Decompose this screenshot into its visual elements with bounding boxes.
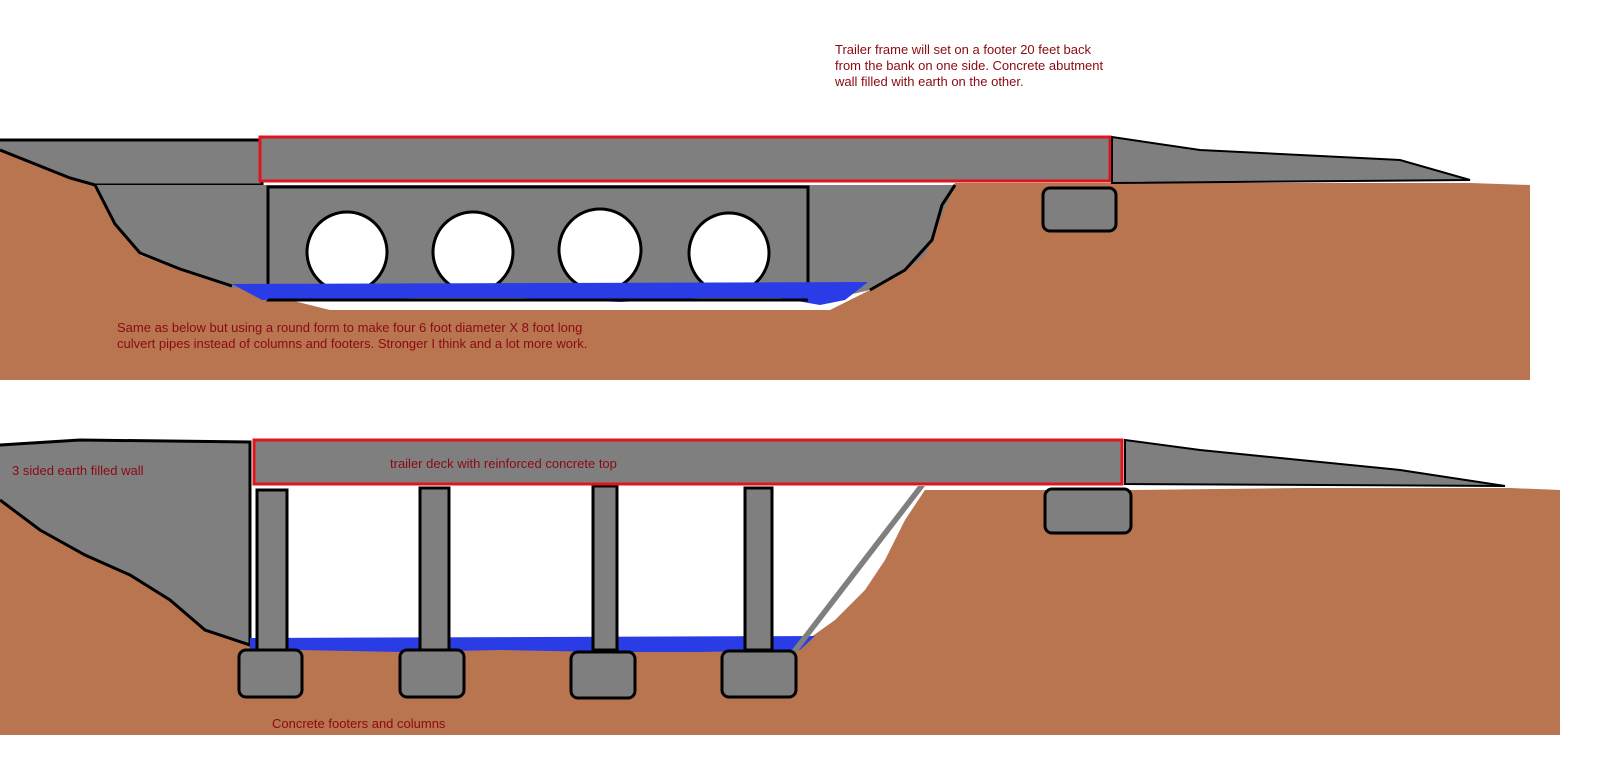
earth-filled-wall bbox=[0, 438, 252, 648]
culvert-note-line: Same as below but using a round form to … bbox=[117, 320, 583, 335]
wall-label: 3 sided earth filled wall bbox=[12, 463, 144, 478]
footers-label: Concrete footers and columns bbox=[272, 716, 446, 731]
concrete-column bbox=[418, 486, 451, 652]
concrete-footer bbox=[237, 648, 304, 699]
water-bottom bbox=[250, 636, 815, 652]
bank-outline-left bbox=[93, 184, 233, 288]
culvert-note: Same as below but using a round form to … bbox=[117, 320, 677, 352]
concrete-column bbox=[591, 484, 619, 652]
culvert-pipe bbox=[687, 211, 771, 295]
trailer-deck-top bbox=[258, 135, 1112, 183]
footer-block-top bbox=[1041, 186, 1118, 233]
sloped-bank bbox=[788, 486, 925, 655]
bank-outline-right bbox=[869, 184, 957, 292]
concrete-column bbox=[743, 486, 774, 652]
culvert-pipe bbox=[431, 210, 515, 294]
culvert-design bbox=[0, 135, 1530, 380]
earth-bottom bbox=[0, 488, 1560, 735]
top-note: Trailer frame will set on a footer 20 fe… bbox=[835, 42, 1155, 90]
top-note-line: wall filled with earth on the other. bbox=[835, 74, 1024, 89]
culvert-note-line: culvert pipes instead of columns and foo… bbox=[117, 336, 588, 351]
culvert-pipe bbox=[305, 210, 389, 294]
concrete-footer bbox=[720, 649, 798, 699]
top-note-line: Trailer frame will set on a footer 20 fe… bbox=[835, 42, 1092, 57]
concrete-column bbox=[255, 488, 289, 652]
concrete-footer bbox=[398, 648, 466, 699]
right-approach-ramp bbox=[1111, 135, 1471, 185]
footer-block-bottom bbox=[1043, 487, 1133, 535]
right-approach-ramp-bottom bbox=[1124, 438, 1506, 487]
trailer-deck-bottom bbox=[252, 438, 1124, 486]
earth-top bbox=[0, 150, 1530, 380]
concrete-footer bbox=[569, 650, 637, 700]
column-design bbox=[0, 438, 1560, 735]
culvert-pipe bbox=[557, 207, 643, 293]
water-top bbox=[232, 282, 868, 305]
top-note-line: from the bank on one side. Concrete abut… bbox=[835, 58, 1104, 73]
deck-label: trailer deck with reinforced concrete to… bbox=[390, 456, 617, 471]
